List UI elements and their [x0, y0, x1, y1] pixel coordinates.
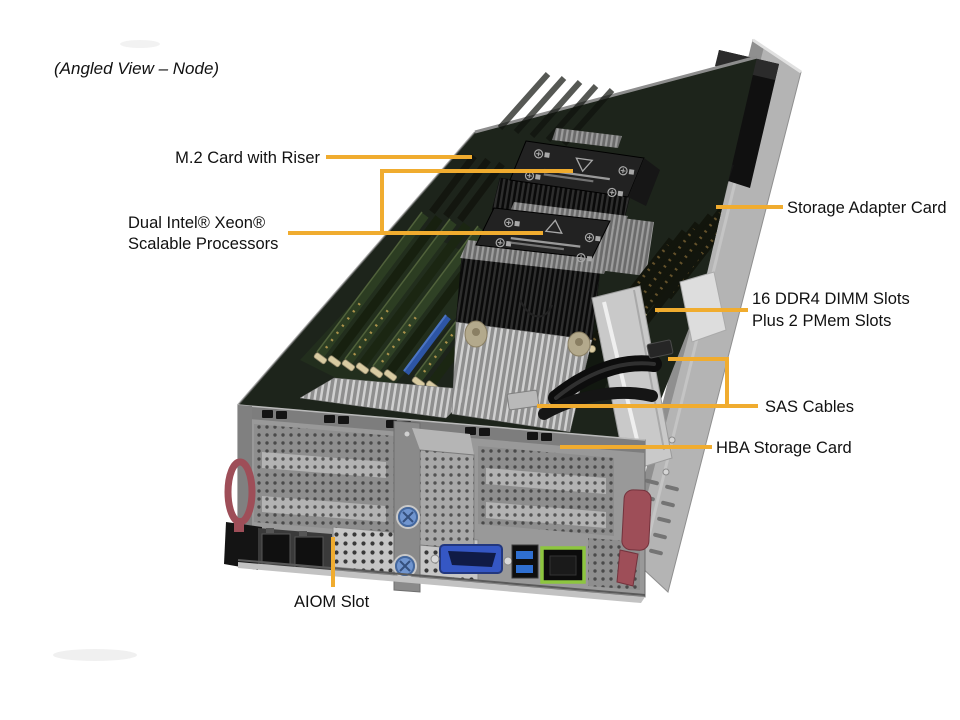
- label-cpu-processors: Dual Intel® Xeon® Scalable Processors: [128, 213, 278, 255]
- photo-artifact: [120, 40, 160, 48]
- left-rail: [237, 131, 476, 406]
- sas-cables: [506, 339, 674, 420]
- pmem-slot: [403, 314, 451, 376]
- label-dimm-line2: Plus 2 PMem Slots: [752, 312, 892, 330]
- wall-screw: [662, 468, 670, 476]
- label-cpu-line2: Scalable Processors: [128, 235, 279, 253]
- pci-bracket: [419, 449, 475, 551]
- label-sas-cables: SAS Cables: [765, 398, 854, 416]
- label-aiom-slot: AIOM Slot: [294, 593, 370, 611]
- label-dimm-slots: 16 DDR4 DIMM Slots Plus 2 PMem Slots: [752, 288, 910, 332]
- rear-rail: [474, 55, 758, 134]
- cpu-callout-line: [288, 169, 573, 235]
- photo-artifact: [53, 649, 137, 661]
- label-cpu-line1: Dual Intel® Xeon®: [128, 214, 266, 232]
- label-dimm-line1: 16 DDR4 DIMM Slots: [752, 290, 910, 308]
- bracket-clip: [679, 271, 727, 343]
- release-latch-left: [224, 458, 256, 532]
- callout-lines: [288, 155, 783, 587]
- label-hba-storage-card: HBA Storage Card: [716, 439, 852, 457]
- sfp-cable-plug: [224, 522, 262, 570]
- usb-ports: [511, 544, 539, 579]
- sas-callout-line: [537, 357, 758, 408]
- release-latch-right: [616, 489, 652, 587]
- label-storage-adapter-card: Storage Adapter Card: [787, 199, 947, 217]
- ethernet-port: [540, 546, 586, 584]
- riser-bracket: [591, 271, 727, 473]
- label-m2-card: M.2 Card with Riser: [175, 149, 320, 167]
- dimm-slot: [635, 249, 703, 335]
- diagram-title: (Angled View – Node): [54, 59, 220, 78]
- thumbscrew: [396, 505, 420, 529]
- wall-screw: [668, 436, 676, 444]
- front-panel: [224, 404, 652, 603]
- sas-connector: [646, 339, 674, 359]
- heatsink-label-marks: [495, 217, 602, 264]
- sfp-ports: [258, 528, 332, 572]
- vga-port: [430, 544, 513, 574]
- sas-connector: [506, 389, 540, 411]
